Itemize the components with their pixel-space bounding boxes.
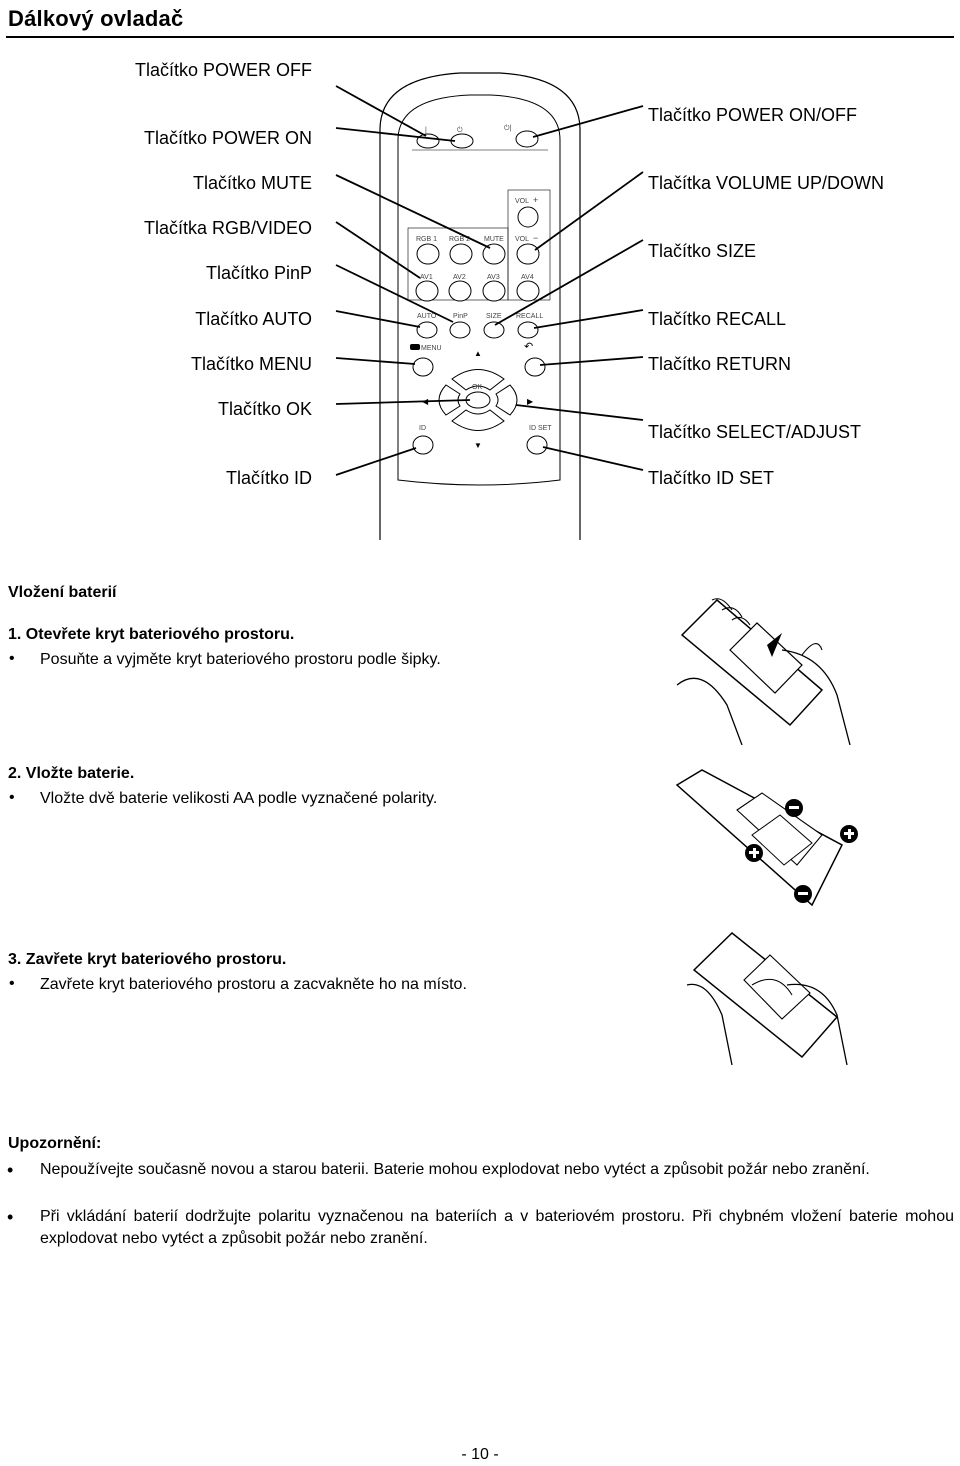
arrow-down-icon: ▼: [474, 441, 482, 450]
size-button[interactable]: [483, 321, 505, 339]
title-bar: Dálkový ovladač: [6, 0, 954, 38]
ok-label: OK: [472, 384, 482, 391]
step-2-bullet: Vložte dvě baterie velikosti AA podle vy…: [9, 789, 437, 808]
av3-label: AV3: [487, 274, 500, 281]
auto-label: AUTO: [417, 313, 437, 320]
warning-item: Nepoužívejte současně novou a starou bat…: [7, 1159, 954, 1181]
label-ok: Tlačítko OK: [217, 399, 312, 419]
menu-label: MENU: [421, 345, 442, 352]
return-icon: ↶: [524, 341, 533, 353]
mute-button[interactable]: [482, 243, 506, 265]
label-id: Tlačítko ID: [225, 468, 312, 488]
menu-icon: [410, 344, 420, 350]
dpad-down-button[interactable]: [451, 409, 505, 431]
step-3-bullet: Zavřete kryt bateriového prostoru a zacv…: [9, 975, 467, 994]
return-button[interactable]: [524, 357, 546, 377]
rgb2-button[interactable]: [449, 243, 473, 265]
recall-label: RECALL: [516, 313, 543, 320]
av2-button[interactable]: [448, 280, 472, 302]
av1-label: AV1: [420, 274, 433, 281]
pinp-label: PinP: [453, 313, 468, 320]
warning-heading: Upozornění:: [8, 1135, 102, 1152]
dpad-right-button[interactable]: [495, 384, 518, 416]
label-select-adjust: Tlačítko SELECT/ADJUST: [648, 422, 862, 442]
idset-button[interactable]: [526, 435, 548, 455]
step-2-title: 2. Vložte baterie.: [8, 765, 135, 782]
label-id-set: Tlačítko ID SET: [648, 468, 775, 488]
vol-down-button[interactable]: [516, 243, 540, 265]
battery-heading: Vložení baterií: [8, 584, 117, 601]
av2-label: AV2: [453, 274, 466, 281]
power-onoff-icon: ⏻|: [504, 124, 512, 132]
label-power-off: Tlačítko POWER OFF: [134, 60, 312, 80]
id-button[interactable]: [412, 435, 434, 455]
idset-label: ID SET: [529, 425, 552, 432]
arrow-right-icon: ▶: [527, 397, 534, 406]
page-title: Dálkový ovladač: [8, 6, 184, 31]
step-3-title: 3. Zavřete kryt bateriového prostoru.: [8, 951, 287, 968]
leader-lines: [335, 85, 644, 476]
pinp-button[interactable]: [449, 321, 471, 339]
vol-up-label: VOL: [515, 198, 529, 205]
label-volume: Tlačítka VOLUME UP/DOWN: [648, 173, 885, 193]
label-size: Tlačítko SIZE: [648, 241, 757, 261]
size-label: SIZE: [486, 313, 502, 320]
auto-button[interactable]: [416, 321, 438, 339]
label-mute: Tlačítko MUTE: [192, 173, 312, 193]
rgb1-label: RGB 1: [416, 236, 437, 243]
av1-button[interactable]: [415, 280, 439, 302]
label-power-on: Tlačítko POWER ON: [143, 128, 312, 148]
rgb2-label: RGB 2: [449, 236, 470, 243]
power-on-icon: ⏻: [457, 126, 463, 134]
page-number: - 10 -: [461, 1446, 499, 1463]
minus-icon: −: [533, 233, 538, 243]
arrow-up-icon: ▲: [474, 349, 482, 358]
warning-item: Při vkládání baterií dodržujte polaritu …: [7, 1206, 954, 1250]
av4-label: AV4: [521, 274, 534, 281]
av4-button[interactable]: [516, 280, 540, 302]
step-1-bullet: Posuňte a vyjměte kryt bateriového prost…: [9, 650, 441, 669]
vol-down-label: VOL: [515, 236, 529, 243]
remote-control-diagram: | ⏻ ⏻| VOL + VOL − RGB 1 RGB 2 MUTE AV1 …: [335, 72, 644, 540]
label-rgb-video: Tlačítka RGB/VIDEO: [143, 218, 312, 238]
av3-button[interactable]: [482, 280, 506, 302]
label-return: Tlačítko RETURN: [648, 354, 792, 374]
recall-button[interactable]: [517, 321, 539, 339]
label-auto: Tlačítko AUTO: [195, 309, 312, 329]
menu-button[interactable]: [412, 357, 434, 377]
insert-batteries-illustration: [675, 769, 858, 907]
power-off-icon: |: [425, 127, 427, 134]
power-onoff-button[interactable]: [515, 130, 539, 148]
open-cover-illustration: [676, 598, 851, 745]
label-menu: Tlačítko MENU: [190, 354, 312, 374]
plus-icon: +: [533, 195, 538, 205]
label-power-onoff: Tlačítko POWER ON/OFF: [648, 105, 858, 125]
label-pinp: Tlačítko PinP: [205, 263, 312, 283]
dpad-up-button[interactable]: [451, 369, 505, 391]
label-recall: Tlačítko RECALL: [648, 309, 787, 329]
close-cover-illustration: [686, 932, 848, 1065]
id-label: ID: [419, 425, 426, 432]
step-1-title: 1. Otevřete kryt bateriového prostoru.: [8, 626, 295, 643]
vol-up-button[interactable]: [517, 206, 539, 228]
power-off-button[interactable]: [416, 133, 440, 149]
mute-label: MUTE: [484, 236, 504, 243]
rgb1-button[interactable]: [416, 243, 440, 265]
